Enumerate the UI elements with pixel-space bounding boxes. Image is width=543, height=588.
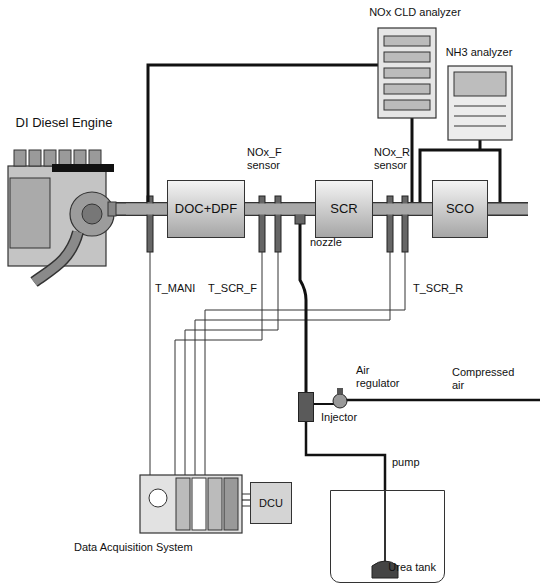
part-label: nozzle [310,236,342,249]
analyzer-node: NH3 analyzer [438,44,520,144]
analyzer-tower-part [384,52,430,62]
exhaust-pipe-segment [245,204,315,215]
analyzer-cabinet-part [454,126,506,127]
daq-device-part [149,489,167,507]
analyzer-tower-part [384,84,430,94]
urea-tank: Urea tank [330,490,445,583]
analyzer-tower [378,28,436,118]
daq-device [140,475,242,533]
control-unit-box: DCU [250,482,292,524]
signal-wire-part [242,494,250,495]
exhaust-pipe-segment [373,204,432,215]
injector-box: Injector [298,392,314,422]
exhaust-pipe-segment [126,204,167,215]
daq-device-part [140,475,242,533]
connector-line [306,422,385,490]
part-label: Compressed air [452,366,522,391]
urea-pump-part [384,490,386,562]
daq-node: Data Acquisition System [70,470,242,556]
analyzer-cabinet-part [454,106,506,107]
engine-illustration-part [70,192,114,236]
engine-illustration-part [34,232,78,282]
node-text: Data Acquisition System [74,541,193,554]
analyzer-cabinet-part [454,116,506,117]
connector-line [242,500,250,501]
node-text: DOC+DPF [175,202,237,217]
signal-wire-part [242,506,250,507]
analyzer-cabinet-part [454,72,506,96]
analyzer-tower-part [384,36,430,46]
node-text: NH3 analyzer [438,46,520,59]
dosing-line [295,214,306,392]
engine-illustration-part [44,150,56,166]
engine-illustration-part [52,164,114,172]
air-regulator-part [314,403,334,405]
dosing-line-part [295,214,305,224]
part-label: T_SCR_F [208,282,257,295]
engine-illustration-part [89,150,101,166]
daq-device-part [224,478,238,530]
air-regulator [314,388,540,408]
catalyst-box: SCR [315,180,373,238]
analyzer-tower-part [384,100,430,110]
engine-illustration-part [29,150,41,166]
node-text: Urea tank [388,561,436,574]
signal-wire-part [195,252,390,475]
node-text: DCU [259,497,283,510]
analyzer-node: NOx CLD analyzer [350,4,480,120]
air-regulator-part [337,388,343,394]
sampling-line-part [479,140,482,150]
catalyst-box: DOC+DPF [167,180,245,238]
part-label: NOx_F sensor [247,146,291,171]
engine-illustration-part [8,166,106,266]
engine-illustration-part [34,232,78,282]
air-regulator-part [346,399,540,402]
engine-illustration-part [74,150,86,166]
analyzer-tower-part [384,68,430,78]
node-text: Injector [321,411,357,424]
part-label: T_SCR_R [413,282,463,295]
part-label: Air regulator [356,364,412,389]
engine-node: DI Diesel Engine [2,114,126,294]
part-label: pump [392,456,420,469]
engine-illustration-part [14,150,26,166]
engine-illustration [8,150,116,282]
analyzer-tower-part [378,28,436,118]
node-text: NOx CLD analyzer [350,6,480,19]
analyzer-cabinet-part [448,66,512,140]
sampling-line-part [411,118,414,202]
node-text: SCR [330,202,357,217]
engine-illustration-part [10,178,50,248]
daq-device-part [192,478,206,530]
node-text: DI Diesel Engine [2,116,126,131]
signal-wire-part [185,252,278,475]
node-text: SCO [446,202,474,217]
air-regulator-part [333,394,347,408]
analyzer-cabinet [448,66,512,140]
part-label: T_MANI [155,282,195,295]
dosing-line-part [300,222,306,392]
engine-illustration-part [82,204,102,224]
daq-device-part [176,478,190,530]
part-label: NOx_R sensor [374,146,411,171]
engine-illustration-part [108,202,116,216]
catalyst-box: SCO [432,180,488,238]
engine-illustration-part [59,150,71,166]
signal-wire-part [150,252,151,475]
daq-device-part [208,478,222,530]
